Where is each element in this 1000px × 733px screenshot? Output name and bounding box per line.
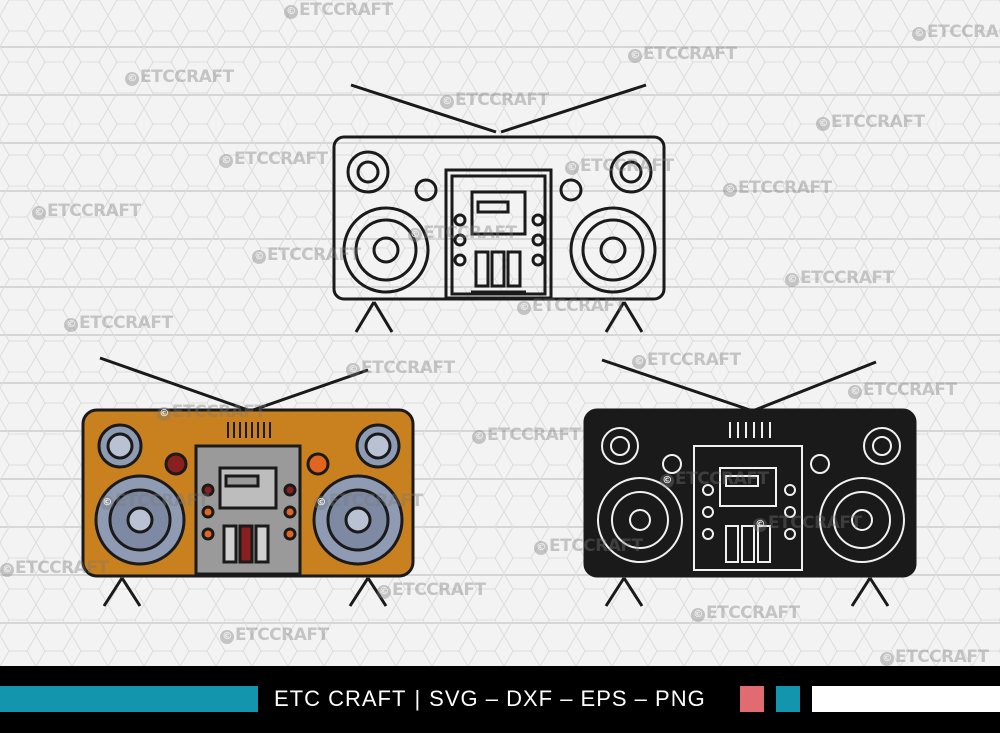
- copyright-icon: ©: [314, 496, 328, 510]
- watermark: ©ETCCRAFT: [912, 22, 1000, 42]
- copyright-icon: ©: [912, 27, 926, 41]
- copyright-icon: ©: [0, 563, 14, 577]
- pink-square: [740, 686, 764, 712]
- copyright-icon: ©: [157, 407, 171, 421]
- teal-stripe: [0, 686, 258, 712]
- copyright-icon: ©: [125, 72, 139, 86]
- copyright-icon: ©: [219, 154, 233, 168]
- copyright-icon: ©: [632, 355, 646, 369]
- watermark: ©ETCCRAFT: [848, 380, 957, 400]
- copyright-icon: ©: [753, 518, 767, 532]
- teal-square: [776, 686, 800, 712]
- watermark: ©ETCCRAFT: [880, 647, 989, 666]
- watermark: ©ETCCRAFT: [816, 112, 925, 132]
- copyright-icon: ©: [660, 474, 674, 488]
- watermark: ©ETCCRAFT: [252, 245, 361, 265]
- watermark: ©ETCCRAFT: [0, 558, 109, 578]
- copyright-icon: ©: [565, 161, 579, 175]
- watermark: ©ETCCRAFT: [157, 402, 266, 422]
- watermark: ©ETCCRAFT: [517, 296, 626, 316]
- copyright-icon: ©: [816, 117, 830, 131]
- watermark: ©ETCCRAFT: [534, 536, 643, 556]
- watermark: ©ETCCRAFT: [219, 149, 328, 169]
- watermark: ©ETCCRAFT: [284, 0, 393, 20]
- footer-separator: |: [414, 686, 422, 711]
- copyright-icon: ©: [628, 49, 642, 63]
- watermark: ©ETCCRAFT: [346, 358, 455, 378]
- copyright-icon: ©: [785, 273, 799, 287]
- footer-caption: ETC CRAFT | SVG – DXF – EPS – PNG: [274, 686, 706, 712]
- boombox-silhouette: [583, 358, 917, 607]
- watermark: ©ETCCRAFT: [64, 313, 173, 333]
- watermark: ©ETCCRAFT: [785, 268, 894, 288]
- copyright-icon: ©: [377, 585, 391, 599]
- copyright-icon: ©: [440, 95, 454, 109]
- copyright-icon: ©: [284, 5, 298, 19]
- watermark: ©ETCCRAFT: [440, 90, 549, 110]
- white-stripe: [812, 686, 1000, 712]
- watermark: ©ETCCRAFT: [408, 223, 517, 243]
- watermark: ©ETCCRAFT: [565, 156, 674, 176]
- copyright-icon: ©: [880, 652, 894, 666]
- copyright-icon: ©: [472, 430, 486, 444]
- watermark: ©ETCCRAFT: [472, 425, 581, 445]
- copyright-icon: ©: [517, 301, 531, 315]
- watermark: ©ETCCRAFT: [220, 625, 329, 645]
- copyright-icon: ©: [220, 630, 234, 644]
- copyright-icon: ©: [100, 496, 114, 510]
- watermark: ©ETCCRAFT: [314, 491, 423, 511]
- watermark: ©ETCCRAFT: [691, 603, 800, 623]
- copyright-icon: ©: [691, 608, 705, 622]
- copyright-icon: ©: [252, 250, 266, 264]
- watermark: ©ETCCRAFT: [628, 44, 737, 64]
- copyright-icon: ©: [534, 541, 548, 555]
- footer-banner: [0, 666, 1000, 733]
- watermark: ©ETCCRAFT: [100, 491, 209, 511]
- copyright-icon: ©: [723, 183, 737, 197]
- watermark: ©ETCCRAFT: [377, 580, 486, 600]
- wood-hex-background: [0, 0, 1000, 666]
- copyright-icon: ©: [848, 385, 862, 399]
- watermark: ©ETCCRAFT: [753, 513, 862, 533]
- watermark: ©ETCCRAFT: [32, 201, 141, 221]
- copyright-icon: ©: [64, 318, 78, 332]
- boombox-outline: [332, 83, 666, 333]
- copyright-icon: ©: [32, 206, 46, 220]
- copyright-icon: ©: [408, 228, 422, 242]
- file-formats: SVG – DXF – EPS – PNG: [429, 686, 706, 711]
- artwork-canvas: ©ETCCRAFT ©ETCCRAFT ©ETCCRAFT ©ETCCRAFT …: [0, 0, 1000, 666]
- watermark: ©ETCCRAFT: [632, 350, 741, 370]
- watermark: ©ETCCRAFT: [125, 67, 234, 87]
- boombox-color: [81, 356, 415, 607]
- brand-name: ETC CRAFT: [274, 686, 407, 711]
- watermark: ©ETCCRAFT: [723, 178, 832, 198]
- copyright-icon: ©: [346, 363, 360, 377]
- watermark: ©ETCCRAFT: [660, 469, 769, 489]
